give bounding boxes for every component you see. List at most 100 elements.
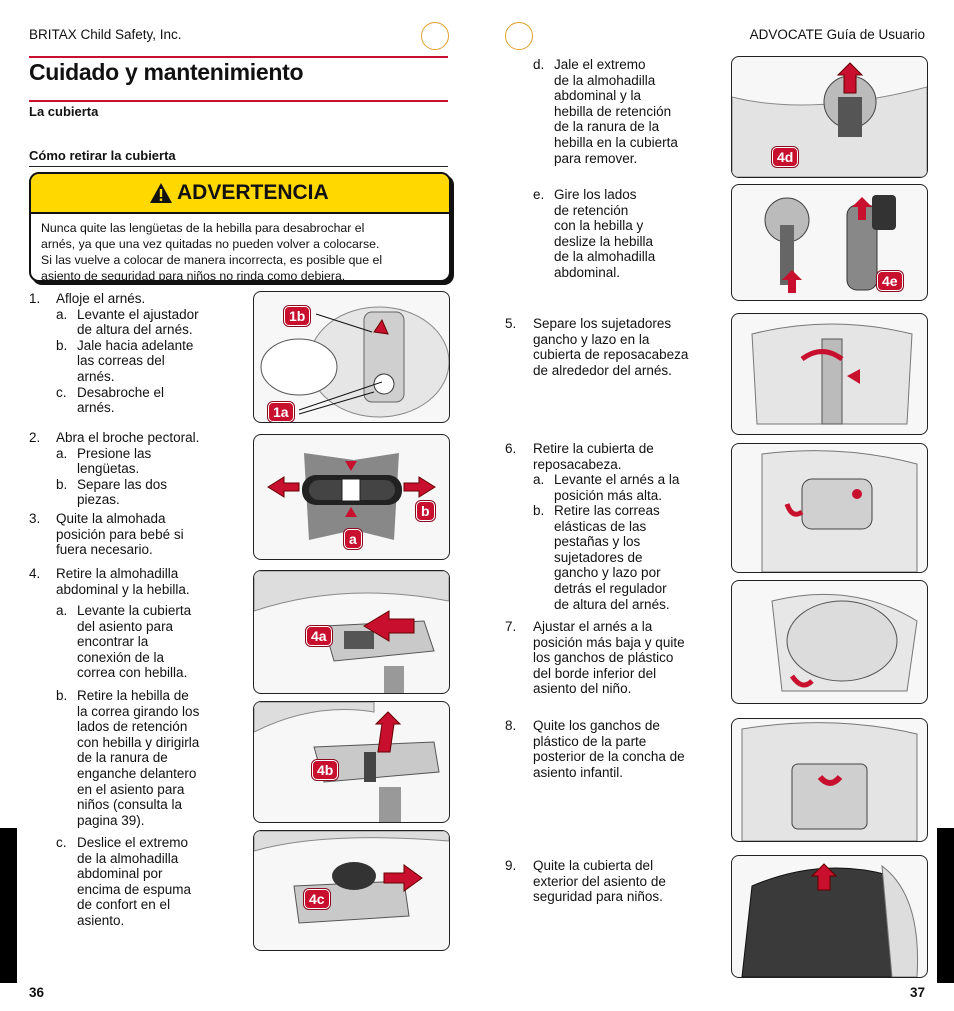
left-edge-tab — [0, 828, 17, 983]
substep-line: las correas del — [77, 353, 165, 369]
substep-line: lados de retención — [77, 719, 188, 735]
substep-line: sujetadores de — [554, 549, 643, 565]
warning-line: Si las vuelve a colocar de manera incorr… — [41, 253, 383, 267]
step-text: Abra el broche pectoral. — [56, 430, 200, 445]
substep-line: de altura del arnés. — [554, 596, 670, 612]
step-line: Retire la almohadilla — [56, 566, 179, 581]
substep-letter: b. — [533, 503, 545, 518]
page-title: Cuidado y mantenimiento — [29, 59, 304, 85]
figure-label-1a: 1a — [268, 402, 294, 422]
substep-line: encontrar la — [77, 634, 149, 650]
step-line: posterior de la concha de — [533, 749, 685, 765]
figure-4b: 4b — [253, 701, 450, 823]
substep-line: de altura del arnés. — [77, 322, 193, 338]
warning-title: ADVERTENCIA — [177, 181, 329, 204]
substep-line: Retire las correas — [554, 503, 660, 518]
step-line: Quite la cubierta del — [533, 858, 654, 873]
figure-9-cover-removal — [731, 855, 928, 978]
substep-line: enganche delantero — [77, 765, 197, 781]
figure-5-headrest — [731, 313, 928, 435]
substep-line: encima de espuma — [77, 881, 192, 897]
substep-line: Deslice el extremo — [77, 835, 189, 850]
substep-letter: b. — [56, 337, 68, 353]
buckle-rotate-illustration — [764, 195, 896, 293]
plastic-hooks-illustration — [771, 593, 918, 692]
figure-label-b: b — [416, 501, 435, 521]
warning-box: ADVERTENCIA Nunca quite las lengüetas de… — [29, 172, 451, 282]
substep-line: Presione las — [77, 445, 152, 461]
figure-4a: 4a — [253, 570, 450, 694]
step-text: Afloje el arnés. — [56, 291, 146, 306]
figure-4d: 4d — [731, 56, 928, 178]
figure-2-chest-clip: a b — [253, 434, 450, 560]
step-line: posición más baja y quite — [533, 634, 685, 650]
step-line: del borde inferior del — [533, 665, 657, 681]
substep-line: de la almohadilla — [77, 850, 179, 866]
step-number: 8. — [505, 718, 517, 733]
substep-line: arnés. — [77, 368, 115, 384]
figure-label-a: a — [344, 529, 362, 549]
substep-line: Levante la cubierta — [77, 603, 192, 618]
warning-header: ADVERTENCIA — [31, 174, 449, 214]
substep-line: Gire los lados — [554, 187, 637, 202]
substep-line: Desabroche el — [77, 384, 165, 400]
step-line: Quite los ganchos de — [533, 718, 660, 733]
substep-line: conexión de la — [77, 649, 165, 665]
title-rule-bottom — [29, 100, 448, 102]
substep-line: para remover. — [554, 150, 638, 166]
step-line: los ganchos de plástico — [533, 650, 674, 666]
step-number: 7. — [505, 619, 517, 634]
shell-hooks-illustration — [741, 722, 918, 841]
substep-letter: c. — [56, 384, 67, 400]
substep-line: del asiento para — [77, 618, 174, 634]
step-number: 6. — [505, 441, 517, 456]
step-number: 2. — [29, 430, 41, 445]
substep-line: abdominal. — [554, 264, 621, 280]
substep-line: de retención — [554, 202, 629, 218]
substep-line: de la almohadilla — [554, 249, 656, 265]
substep-line: Retire la hebilla de — [77, 688, 189, 703]
substep-line: deslize la hebilla — [554, 233, 654, 249]
substep-line: de la ranura de la — [554, 119, 660, 135]
substep-line: Levante el ajustador — [77, 306, 199, 322]
step-line: posición para bebé si — [56, 526, 184, 542]
page-number-left: 36 — [29, 985, 45, 1000]
step-line: Quite la almohada — [56, 511, 166, 526]
figure-4e: 4e — [731, 184, 928, 301]
buckle-pull-illustration — [732, 62, 927, 177]
figure-label-4b: 4b — [312, 760, 339, 780]
step-line: fuera necesario. — [56, 542, 153, 558]
substep-line: posición más alta. — [554, 487, 663, 503]
subsection-rule — [29, 166, 448, 167]
substep-line: gancho y lazo por — [554, 565, 661, 581]
substep-line: elásticas de las — [554, 518, 647, 534]
figure-7-hooks — [731, 580, 928, 704]
right-edge-tab — [937, 828, 954, 983]
seat-cover-lift-illustration — [254, 571, 449, 693]
substep-line: hebilla de retención — [554, 103, 672, 119]
header-circle-left — [421, 22, 449, 50]
substep-line: Jale hacia adelante — [77, 337, 194, 353]
cover-removal-illustration — [741, 863, 919, 977]
step-line: Ajustar el arnés a la — [533, 619, 653, 634]
substep-letter: d. — [533, 57, 545, 72]
step-line: plástico de la parte — [533, 733, 647, 749]
step-line: de alrededor del arnés. — [533, 362, 672, 378]
substep-letter: b. — [56, 476, 68, 492]
figure-label-4e: 4e — [877, 271, 903, 291]
buckle-removal-illustration — [254, 702, 440, 822]
substep-letter: a. — [56, 603, 68, 618]
substep-line: abdominal por — [77, 866, 163, 882]
substep-letter: a. — [533, 472, 545, 487]
figure-label-4c: 4c — [304, 889, 330, 909]
substep-line: lengüetas. — [77, 461, 140, 477]
